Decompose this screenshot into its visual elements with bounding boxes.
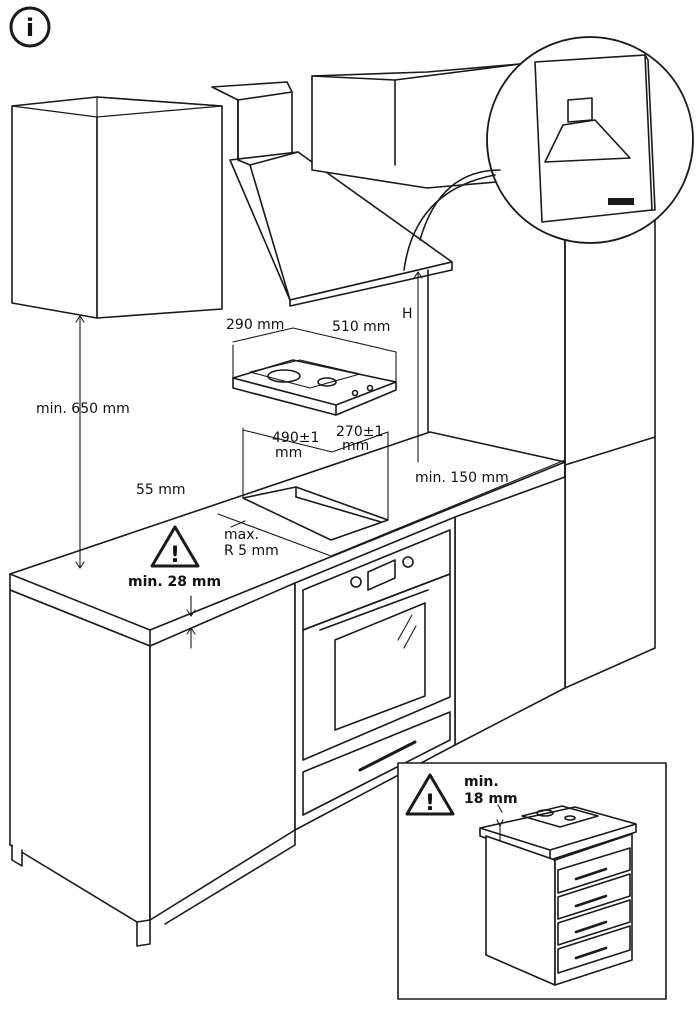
warning-icon-inset: ! <box>405 773 455 816</box>
label-cutout-depth-2: mm <box>275 445 302 461</box>
label-radius-1: max. <box>224 527 259 543</box>
hob-dimension-lines <box>232 327 397 383</box>
cooker-hood <box>211 81 453 307</box>
cutout-dimension-lines <box>217 427 566 557</box>
svg-text:!: ! <box>425 791 435 816</box>
label-hob-width-b: 510 mm <box>332 319 390 335</box>
wall-cabinet-left <box>11 96 223 319</box>
label-cutout-width-2: mm <box>342 438 369 454</box>
gas-hob <box>232 359 397 416</box>
label-wall-cabinet-clearance: min. 650 mm <box>36 401 130 417</box>
worktop-thickness-arrows <box>186 595 196 649</box>
back-wall-edge <box>427 269 566 464</box>
label-inset-thickness-1: min. <box>464 774 499 790</box>
label-inset-thickness-2: 18 mm <box>464 791 518 807</box>
svg-text:!: ! <box>170 543 180 568</box>
info-icon: i <box>9 6 51 48</box>
label-radius-2: R 5 mm <box>224 543 279 559</box>
label-cutout-depth-1: 490±1 <box>272 430 319 446</box>
label-cutout-width-1: 270±1 <box>336 424 383 440</box>
label-front-edge: 55 mm <box>136 482 186 498</box>
label-hob-width-a: 290 mm <box>226 317 284 333</box>
warning-icon: ! <box>150 525 200 568</box>
manual-callout <box>403 36 694 271</box>
built-in-oven <box>294 516 456 831</box>
hood-height-line <box>413 271 423 463</box>
inset-panel <box>397 762 667 1000</box>
ikea-logo <box>608 198 634 205</box>
vertical-clearance-line <box>75 315 85 569</box>
label-hood-height: H <box>402 306 413 322</box>
label-side-clearance: min. 150 mm <box>415 470 509 486</box>
svg-text:i: i <box>26 14 34 42</box>
label-worktop-thickness: min. 28 mm <box>128 574 221 590</box>
